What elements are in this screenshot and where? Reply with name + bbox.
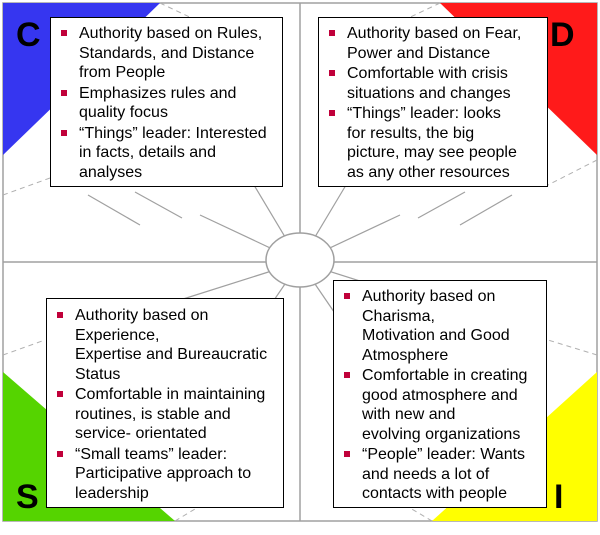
i-quadrant-letter: I bbox=[554, 478, 564, 516]
s-bullet-item: Authority based on Experience, Expertise… bbox=[55, 306, 275, 384]
s-bullet-list: Authority based on Experience, Expertise… bbox=[55, 306, 275, 503]
c-bullet-item: “Things” leader: Interested in facts, de… bbox=[59, 124, 274, 183]
i-bullet-item: “People” leader: Wants and needs a lot o… bbox=[342, 445, 538, 504]
d-bullet-list: Authority based on Fear, Power and Dista… bbox=[327, 24, 539, 182]
c-quadrant-letter: C bbox=[16, 16, 41, 54]
i-bullet-item: Comfortable in creating good atmosphere … bbox=[342, 366, 538, 444]
s-quadrant-textbox: Authority based on Experience, Expertise… bbox=[46, 298, 284, 508]
c-quadrant-textbox: Authority based on Rules, Standards, and… bbox=[50, 17, 283, 187]
center-ellipse bbox=[265, 232, 335, 288]
c-bullet-list: Authority based on Rules, Standards, and… bbox=[59, 24, 274, 182]
s-bullet-item: “Small teams” leader: Participative appr… bbox=[55, 445, 275, 504]
s-quadrant-letter: S bbox=[16, 478, 39, 516]
i-bullet-list: Authority based on Charisma, Motivation … bbox=[342, 287, 538, 504]
d-bullet-item: Authority based on Fear, Power and Dista… bbox=[327, 24, 539, 63]
d-quadrant-textbox: Authority based on Fear, Power and Dista… bbox=[318, 17, 548, 187]
i-bullet-item: Authority based on Charisma, Motivation … bbox=[342, 287, 538, 365]
c-bullet-item: Authority based on Rules, Standards, and… bbox=[59, 24, 274, 83]
i-quadrant-textbox: Authority based on Charisma, Motivation … bbox=[333, 280, 547, 508]
c-bullet-item: Emphasizes rules and quality focus bbox=[59, 84, 274, 123]
d-quadrant-letter: D bbox=[550, 16, 575, 54]
d-bullet-item: “Things” leader: looks for results, the … bbox=[327, 104, 539, 182]
d-bullet-item: Comfortable with crisis situations and c… bbox=[327, 64, 539, 103]
s-bullet-item: Comfortable in maintaining routines, is … bbox=[55, 385, 275, 444]
